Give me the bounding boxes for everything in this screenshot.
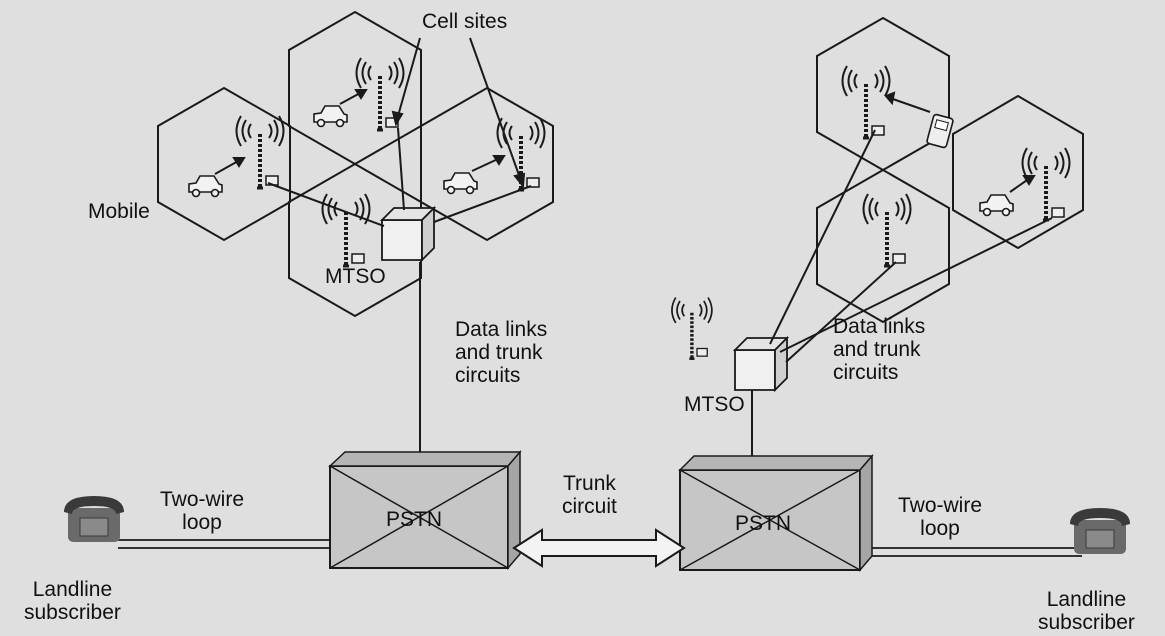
pstn-right-label: PSTN [735,512,792,535]
mtso-left-switch [381,207,435,261]
landline-subscriber-left-label: Landline subscriber [24,578,121,624]
two-wire-loops [118,539,1082,557]
mtso-right-label: MTSO [684,393,745,416]
landline-phone-icon [1069,507,1131,555]
trunk-circuit-arrow [512,528,686,568]
car-icon [188,175,223,198]
right-data-links [751,129,1053,468]
pstn-right-building [678,453,874,573]
mobile-phone-icon [926,113,954,149]
landline-subscriber-right-label: Landline subscriber [1038,588,1135,634]
pstn-left-building [328,449,522,571]
cell-tower-icon [861,192,913,268]
two-wire-loop-right-label: Two-wire loop [898,494,983,540]
left-cell-cluster [157,10,554,318]
pstn-left-label: PSTN [386,508,443,531]
mobile-label: Mobile [88,200,150,223]
cell-tower-icon [840,64,892,140]
trunk-circuit-label: Trunk circuit [562,472,617,518]
mtso-left-label: MTSO [325,265,386,288]
left-data-links [267,127,532,466]
cell-tower-icon [234,114,286,190]
car-icon [443,172,478,195]
cell-tower-icon [670,295,714,361]
two-wire-loop-left-label: Two-wire loop [160,488,245,534]
data-links-right-label: Data links and trunk circuits [833,315,926,384]
mtso-right-switch [734,337,788,391]
car-icon [313,105,348,128]
data-links-left-label: Data links and trunk circuits [455,318,548,387]
radio-link-arrows [214,89,1036,193]
car-icon [979,194,1014,217]
cell-sites-label: Cell sites [422,10,508,33]
cell-sites-pointers [391,37,526,189]
landline-phone-icon [63,495,125,543]
right-cell-cluster [816,16,1084,324]
